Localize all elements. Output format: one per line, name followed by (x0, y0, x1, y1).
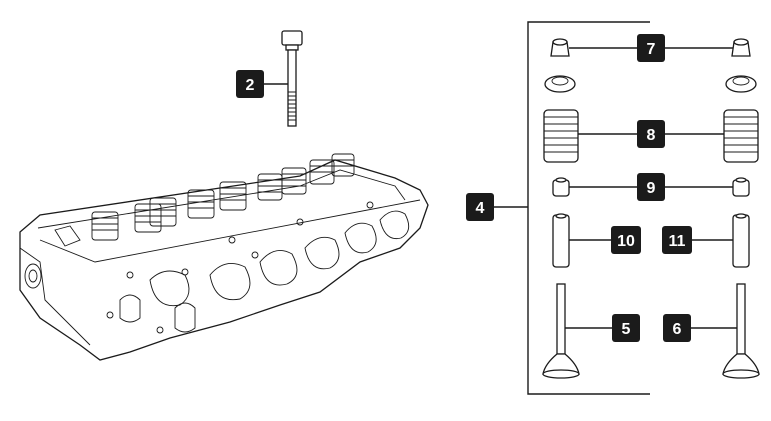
cylinder-head-illustration (19, 153, 429, 361)
callout-8: 8 (637, 120, 665, 148)
intake-valve-illustration (542, 283, 580, 379)
svg-text:5: 5 (622, 321, 631, 338)
callout-7: 7 (637, 34, 665, 62)
valve-stem-seal-illustration (552, 177, 750, 197)
svg-text:2: 2 (246, 77, 255, 94)
svg-text:4: 4 (476, 200, 485, 217)
callout-6: 6 (663, 314, 691, 342)
callout-4: 4 (466, 193, 494, 221)
spring-retainer-illustration (544, 75, 757, 93)
head-bolt-illustration (281, 30, 303, 127)
svg-text:10: 10 (617, 233, 635, 250)
svg-text:9: 9 (647, 180, 656, 197)
callout-11: 11 (662, 226, 692, 254)
valve-guide-illustration (552, 213, 750, 268)
svg-text:8: 8 (647, 127, 656, 144)
callout-2: 2 (236, 70, 264, 98)
valve-collet-illustration (550, 38, 751, 57)
exhaust-valve-illustration (722, 283, 760, 379)
svg-text:7: 7 (647, 41, 656, 58)
group-bracket (527, 21, 650, 395)
callout-5: 5 (612, 314, 640, 342)
callout-10: 10 (611, 226, 641, 254)
valve-spring-illustration (543, 109, 759, 163)
callout-9: 9 (637, 173, 665, 201)
svg-text:6: 6 (673, 321, 682, 338)
svg-text:11: 11 (669, 233, 686, 250)
